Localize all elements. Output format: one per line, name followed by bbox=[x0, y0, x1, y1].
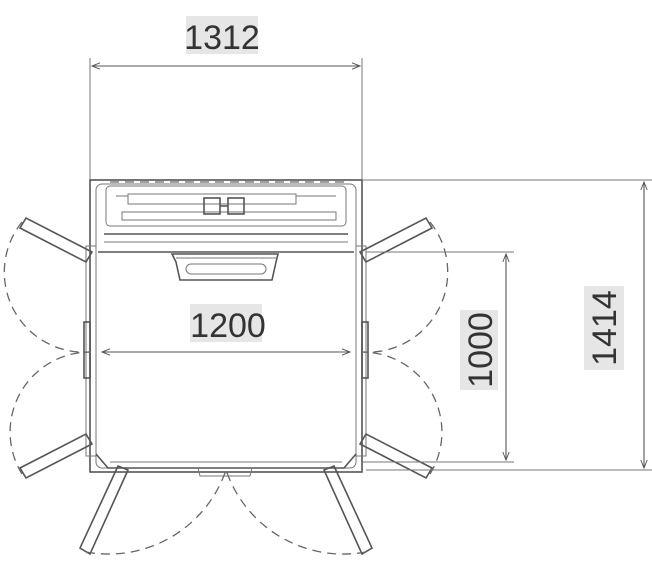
left-upper-door-leaf bbox=[18, 216, 94, 264]
bottom-right-door-leaf bbox=[322, 464, 374, 556]
left-upper-door-arc bbox=[3, 221, 91, 353]
cabin-body bbox=[83, 179, 369, 477]
rail-housing bbox=[105, 185, 347, 227]
right-hinge bbox=[361, 321, 369, 379]
top-rail-mechanism bbox=[105, 181, 350, 227]
right-column bbox=[355, 245, 367, 457]
rail-bar bbox=[127, 193, 297, 205]
right-upper-door-arc bbox=[361, 221, 449, 353]
left-lower-door-arc bbox=[9, 351, 91, 475]
dimension-inner-width: 1200 bbox=[100, 304, 352, 356]
dimension-label-bg-top bbox=[186, 16, 258, 54]
dimension-top-width: 1312 bbox=[89, 16, 363, 180]
dimension-label-bg-inner-depth bbox=[460, 310, 498, 390]
right-door-swings bbox=[358, 216, 449, 480]
bottom-right-door-arc bbox=[225, 469, 367, 555]
dimension-label-bg-inner-width bbox=[190, 304, 262, 342]
right-lower-door-arc bbox=[361, 351, 443, 475]
left-lower-door-leaf bbox=[18, 432, 94, 480]
right-lower-door-leaf bbox=[358, 432, 434, 480]
left-column bbox=[85, 245, 97, 457]
left-door-swings bbox=[3, 216, 94, 480]
dimension-label-top-width: 1312 bbox=[184, 19, 260, 57]
handle-body bbox=[170, 253, 280, 281]
dimension-label-inner-width: 1200 bbox=[190, 307, 266, 345]
dimension-overall-depth: 1414 bbox=[362, 179, 652, 471]
floor-sill bbox=[197, 467, 253, 477]
bottom-left-door-leaf bbox=[78, 464, 130, 556]
handle-grip bbox=[185, 263, 267, 275]
dimension-inner-depth: 1000 bbox=[362, 251, 514, 463]
cabin-floor-edge bbox=[95, 453, 357, 469]
right-upper-door-leaf bbox=[358, 216, 434, 264]
cabin-handle bbox=[170, 253, 280, 281]
dimension-label-overall-depth: 1414 bbox=[586, 290, 624, 366]
bottom-door-swings bbox=[78, 464, 374, 556]
dimension-label-inner-depth: 1000 bbox=[462, 312, 500, 388]
dimension-label-bg-overall-depth bbox=[584, 286, 624, 370]
left-hinge bbox=[83, 321, 91, 379]
bottom-left-door-arc bbox=[85, 469, 227, 555]
rail-lower-bar bbox=[121, 211, 337, 221]
